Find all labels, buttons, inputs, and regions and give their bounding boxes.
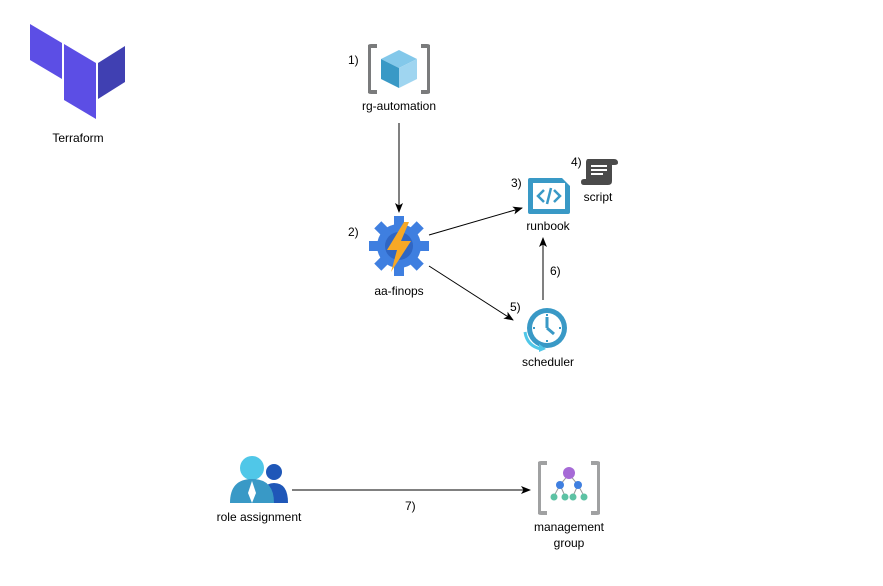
runbook-code-icon [528,178,570,214]
scheduler-clock-icon [523,308,567,352]
edge-aa-to-scheduler [428,265,514,321]
role-assignment-label: role assignment [216,510,302,524]
terraform-node [30,24,130,144]
management-group-label-line2: group [553,536,585,550]
management-group-icon [538,461,600,515]
step-3-label: 3) [511,176,522,190]
resource-group-icon [368,44,430,94]
terraform-logo-icon [30,24,125,119]
management-group-label-line1: management [533,520,605,534]
step-1-label: 1) [348,53,359,67]
script-label: script [583,190,613,204]
edge-6-label: 6) [550,264,561,278]
users-icon [230,456,288,503]
rg-automation-label: rg-automation [361,99,437,113]
step-2-label: 2) [348,225,359,239]
automation-account-icon [369,216,429,276]
edge-7-label: 7) [405,499,416,513]
script-scroll-icon [581,159,618,185]
step-5-label: 5) [510,300,521,314]
terraform-label: Terraform [52,131,104,145]
edge-aa-to-runbook [428,206,523,236]
step-4-label: 4) [571,155,582,169]
scheduler-label: scheduler [521,355,575,369]
aa-finops-label: aa-finops [374,284,424,298]
runbook-label: runbook [526,219,570,233]
